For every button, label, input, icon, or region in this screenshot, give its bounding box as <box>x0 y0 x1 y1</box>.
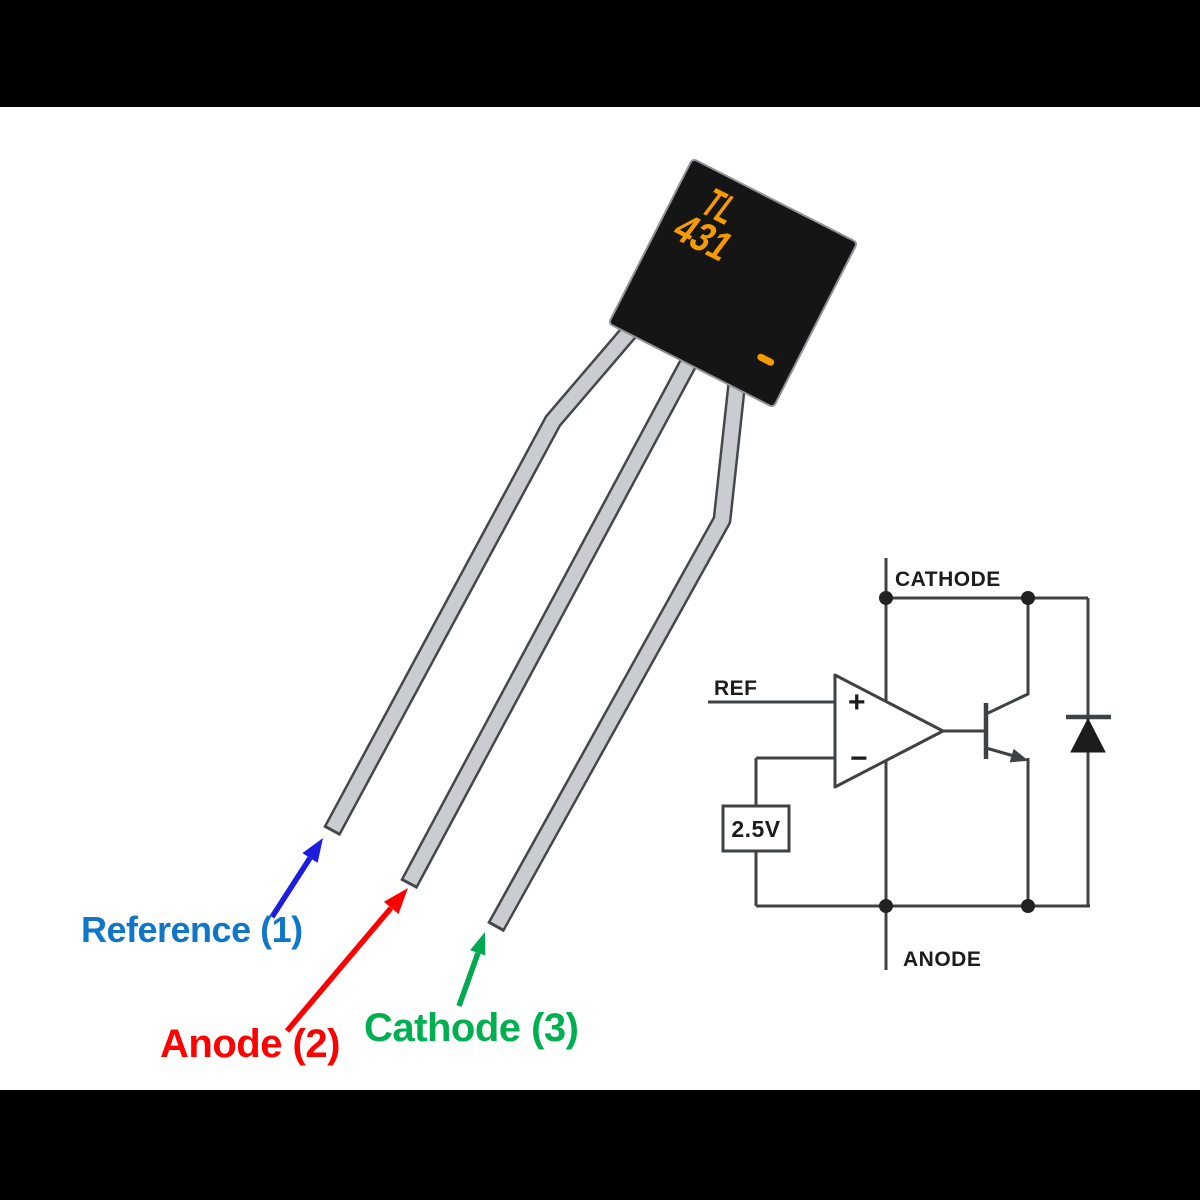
letterbox-top-bar <box>0 0 1200 107</box>
diode-triangle-icon <box>1070 717 1106 753</box>
pin-arrows <box>269 838 486 1033</box>
chip-orange-mark <box>757 353 775 366</box>
schematic-cathode-label: CATHODE <box>895 568 1001 591</box>
junction-dot <box>1021 899 1035 913</box>
package-body-group: TL 431 <box>608 158 858 408</box>
internal-schematic <box>708 558 1111 970</box>
junction-dot <box>1021 591 1035 605</box>
reference-arrow-shaft <box>269 856 313 919</box>
transistor-emitter-wire <box>985 746 1015 758</box>
junction-dot <box>879 899 893 913</box>
transistor-collector-wire <box>985 598 1030 716</box>
anode-pin-label: Anode (2) <box>160 1022 340 1066</box>
schematic-labels: CATHODE ANODE REF 2.5V + − <box>714 568 1001 971</box>
cathode-arrowhead-icon <box>470 932 486 956</box>
chip-body <box>608 158 858 408</box>
reference-lead <box>326 305 654 833</box>
cathode-arrow-shaft <box>456 952 481 1007</box>
anode-lead <box>403 343 704 886</box>
package-leads <box>323 303 747 933</box>
schematic-anode-label: ANODE <box>903 948 981 971</box>
letterbox-bottom-bar <box>0 1090 1200 1200</box>
vref-box <box>721 804 791 853</box>
opamp-triangle <box>833 673 945 789</box>
reference-arrowhead-icon <box>302 838 323 863</box>
anode-arrowhead-icon <box>383 888 408 914</box>
cathode-lead <box>490 381 744 929</box>
opamp-minus-sign: − <box>850 742 868 775</box>
vref-value-label: 2.5V <box>731 816 780 842</box>
junction-dot <box>879 591 893 605</box>
reference-pin-label: Reference (1) <box>81 909 303 950</box>
schematic-ref-label: REF <box>714 677 758 700</box>
cathode-pin-label: Cathode (3) <box>364 1006 579 1050</box>
opamp-plus-sign: + <box>848 686 866 719</box>
transistor-emitter-arrowhead-icon <box>1009 748 1029 763</box>
anode-arrow-shaft <box>284 906 394 1033</box>
